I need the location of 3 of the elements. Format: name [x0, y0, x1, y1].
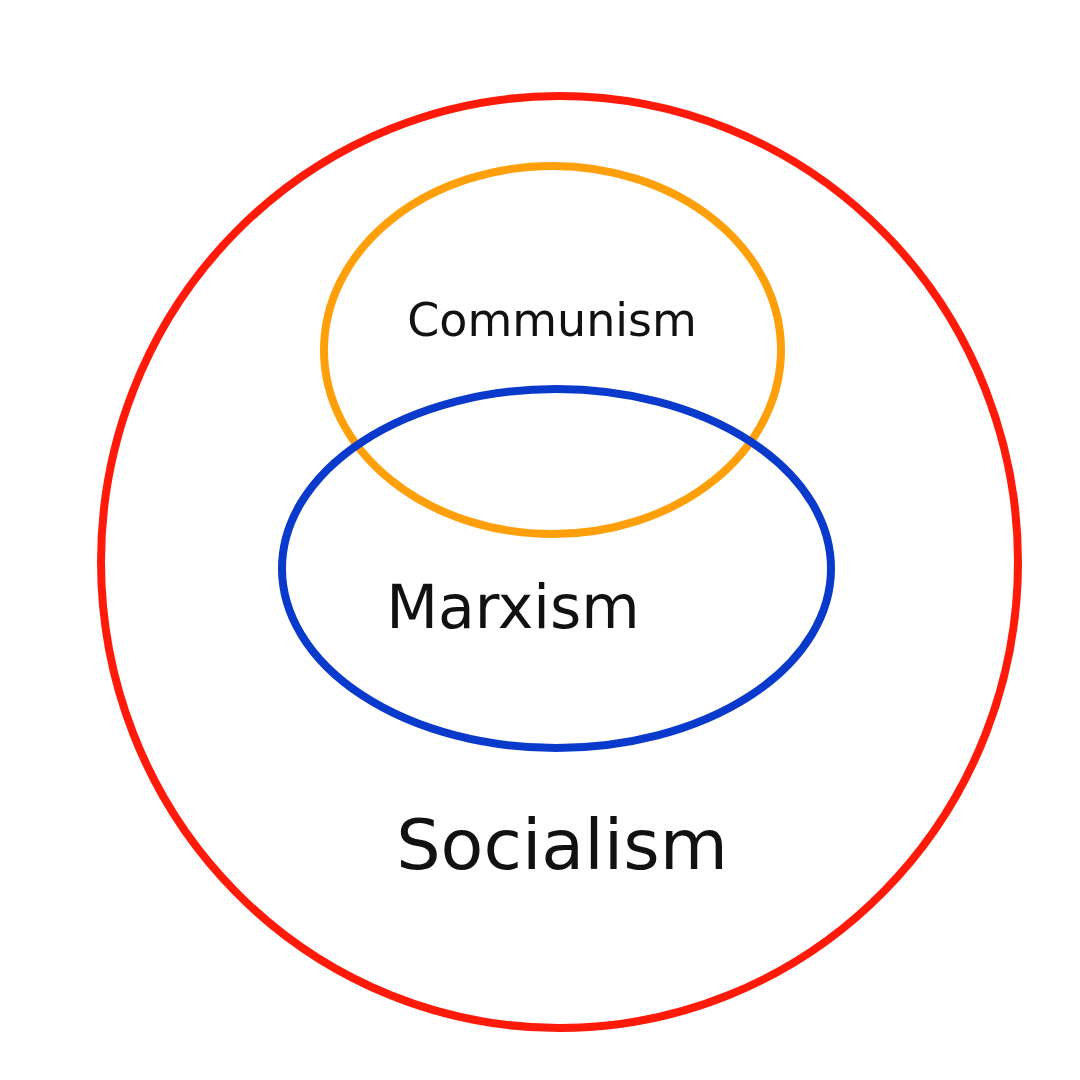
set-label: Communism — [407, 297, 697, 343]
set-label: Socialism — [396, 810, 728, 880]
set-label: Marxism — [386, 577, 640, 637]
